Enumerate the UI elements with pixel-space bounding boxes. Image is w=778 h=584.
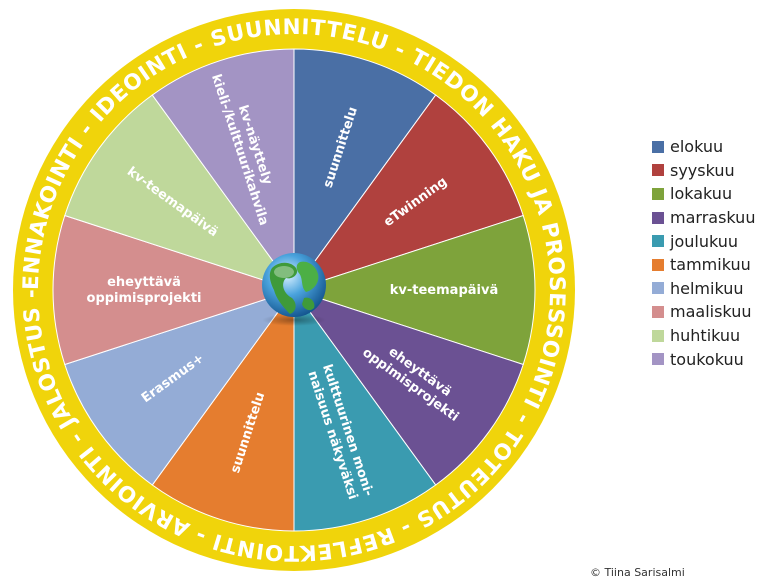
legend: elokuu syyskuu lokakuu marraskuu joulukuu tam… — [652, 135, 755, 371]
segment-label-line: eheyttävä — [107, 275, 181, 290]
legend-label: tammikuu — [670, 255, 751, 275]
segment-syyskuu — [292, 94, 524, 291]
segment-maaliskuu — [52, 214, 296, 366]
legend-swatch — [652, 187, 664, 200]
segment-huhtikuu — [64, 94, 296, 291]
legend-label: marraskuu — [670, 208, 756, 228]
legend-item-joulukuu: joulukuu — [652, 229, 755, 253]
legend-item-maaliskuu: maaliskuu — [652, 300, 755, 324]
segment-elokuu — [293, 48, 437, 292]
legend-swatch — [652, 235, 664, 248]
segment-label-lokakuu: kv-teemapäivä — [390, 283, 498, 298]
legend-swatch — [652, 353, 664, 366]
legend-label: maaliskuu — [670, 302, 752, 322]
legend-label: huhtikuu — [670, 326, 741, 346]
copyright-notice: © Tiina Sarisalmi — [590, 566, 685, 579]
legend-item-tammikuu: tammikuu — [652, 253, 755, 277]
legend-item-syyskuu: syyskuu — [652, 159, 755, 183]
legend-label: lokakuu — [670, 184, 733, 204]
legend-label: toukokuu — [670, 349, 744, 369]
legend-item-toukokuu: toukokuu — [652, 347, 755, 371]
segment-marraskuu — [292, 289, 524, 486]
legend-swatch — [652, 258, 664, 271]
legend-item-huhtikuu: huhtikuu — [652, 324, 755, 348]
legend-label: elokuu — [670, 137, 724, 157]
legend-item-elokuu: elokuu — [652, 135, 755, 159]
legend-label: helmikuu — [670, 278, 744, 298]
legend-swatch — [652, 140, 664, 153]
legend-swatch — [652, 329, 664, 342]
legend-swatch — [652, 211, 664, 224]
legend-item-lokakuu: lokakuu — [652, 182, 755, 206]
segments-layer — [52, 48, 536, 532]
segment-helmikuu — [64, 289, 296, 486]
globe-icon — [262, 253, 326, 326]
segment-toukokuu — [151, 48, 295, 292]
legend-item-marraskuu: marraskuu — [652, 206, 755, 230]
legend-swatch — [652, 164, 664, 177]
legend-swatch — [652, 282, 664, 295]
segment-label-line: kv-teemapäivä — [390, 283, 498, 298]
segment-lokakuu — [292, 214, 536, 366]
segment-label-line: oppimisprojekti — [87, 291, 202, 306]
segment-tammikuu — [151, 288, 295, 532]
legend-item-helmikuu: helmikuu — [652, 277, 755, 301]
segment-joulukuu — [293, 288, 437, 532]
legend-swatch — [652, 305, 664, 318]
legend-label: joulukuu — [670, 231, 739, 251]
legend-label: syyskuu — [670, 160, 735, 180]
